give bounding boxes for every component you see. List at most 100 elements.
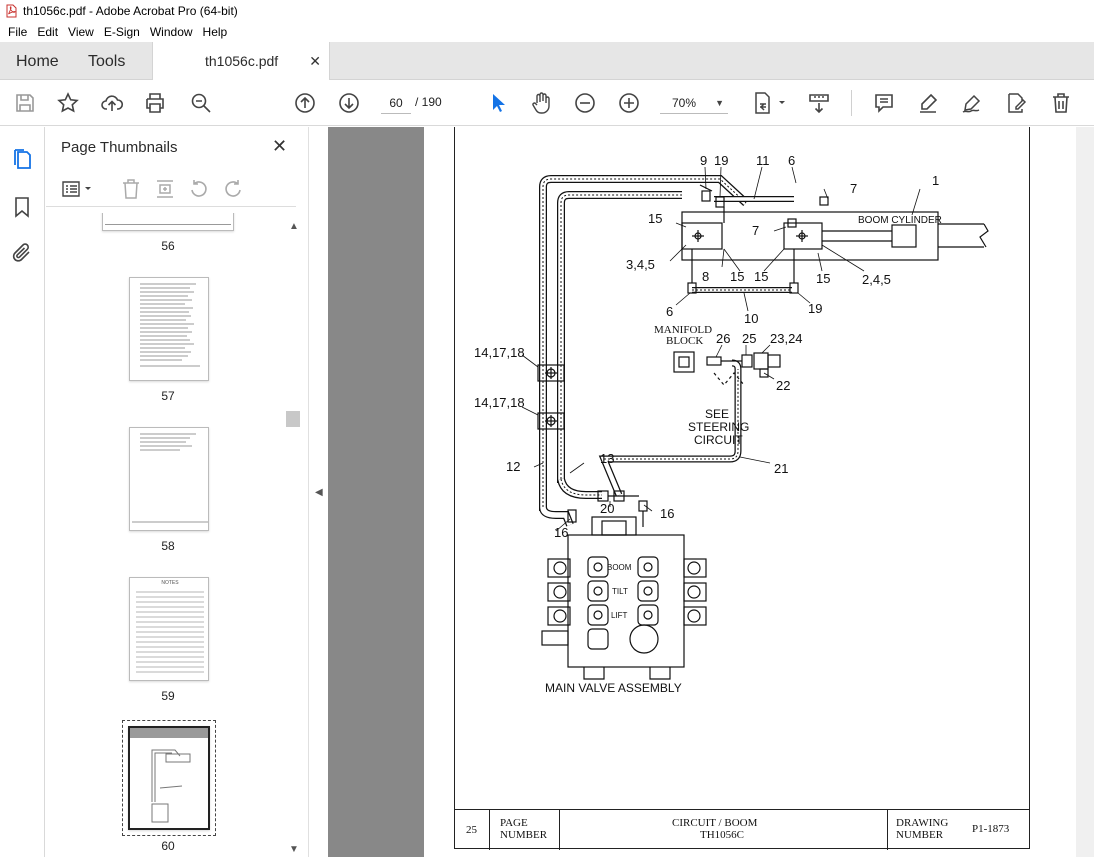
thumbnail-notes-heading: NOTES: [161, 580, 179, 586]
menu-window[interactable]: Window: [149, 25, 193, 39]
star-icon[interactable]: [56, 91, 80, 115]
select-cursor-icon[interactable]: [486, 91, 510, 115]
page-total: / 190: [415, 95, 442, 109]
page-thumbnails-icon[interactable]: [10, 147, 34, 171]
collapse-panel-icon[interactable]: ◀: [315, 487, 323, 498]
menu-help[interactable]: Help: [202, 25, 228, 39]
callout-1: 1: [932, 173, 939, 188]
callout-23-24: 23,24: [770, 331, 803, 346]
thumbnail-label: 60: [161, 839, 175, 853]
thumbnail-page-56[interactable]: [102, 213, 234, 231]
edit-pdf-icon[interactable]: [1004, 91, 1028, 115]
tab-bar: Home Tools th1056c.pdf ✕: [0, 42, 1094, 80]
zoom-level-select[interactable]: 70% ▼: [660, 92, 728, 114]
lift-spool-label: LIFT: [611, 611, 628, 620]
zoom-out-icon[interactable]: [573, 91, 597, 115]
window-title: th1056c.pdf - Adobe Acrobat Pro (64-bit): [23, 4, 238, 18]
callout-19: 19: [714, 153, 728, 168]
highlight-pen-icon[interactable]: [916, 91, 940, 115]
block-label: BLOCK: [666, 335, 703, 347]
document-view[interactable]: 9 19 11 6 7 1 15 7 3,4,5 8 15 15 15 2,4,…: [328, 127, 1094, 857]
menu-esign[interactable]: E-Sign: [103, 25, 140, 39]
scroll-up-icon[interactable]: ▲: [289, 221, 299, 232]
thumbnail-page-60[interactable]: [128, 726, 210, 830]
thumbnail-label: 57: [161, 389, 175, 403]
sign-icon[interactable]: [960, 91, 984, 115]
attachment-icon[interactable]: [10, 241, 34, 265]
title-page-number: 25: [466, 824, 477, 836]
print-icon[interactable]: [143, 91, 167, 115]
callout-14-17-18b: 14,17,18: [474, 395, 525, 410]
delete-icon[interactable]: [1049, 91, 1073, 115]
document-scrollbar[interactable]: [1076, 127, 1094, 857]
callout-16: 16: [660, 506, 674, 521]
thumbnail-list: 56 57: [46, 213, 294, 857]
thumbnail-current-view: [130, 728, 208, 738]
thumbnail-page-59[interactable]: NOTES: [129, 577, 209, 681]
pdf-page: 9 19 11 6 7 1 15 7 3,4,5 8 15 15 15 2,4,…: [424, 127, 1076, 857]
thumbnail-toolbar: [46, 171, 296, 207]
callout-8: 8: [702, 269, 709, 284]
scroll-mode-icon[interactable]: [807, 91, 831, 115]
navigation-rail: [0, 127, 45, 857]
thumbnail-scrollbar[interactable]: ▲ ▼: [286, 217, 302, 857]
callout-20: 20: [600, 501, 614, 516]
thumbnail-circuit-drawing: [151, 749, 191, 823]
comment-icon[interactable]: [872, 91, 896, 115]
panel-splitter[interactable]: ◀: [308, 127, 328, 857]
upload-cloud-icon[interactable]: [100, 91, 124, 115]
tab-tools[interactable]: Tools: [88, 53, 126, 70]
callout-22: 22: [776, 378, 790, 393]
circuit-title: CIRCUIT / BOOM: [672, 817, 758, 829]
drawing-label-2: NUMBER: [896, 829, 944, 841]
callout-15c: 15: [754, 269, 768, 284]
thumbnail-page-57[interactable]: [129, 277, 209, 381]
rotate-right-icon[interactable]: [222, 178, 244, 200]
main-valve-label: MAIN VALVE ASSEMBLY: [545, 681, 682, 695]
thumbnail-page-58[interactable]: [129, 427, 209, 531]
page-thumbnails-panel: Page Thumbnails ✕ 56: [46, 127, 308, 857]
menu-file[interactable]: File: [8, 25, 28, 39]
tab-home[interactable]: Home: [16, 53, 59, 70]
thumbnail-label: 56: [161, 239, 175, 253]
scroll-down-icon[interactable]: ▼: [289, 844, 299, 855]
callout-16b: 16: [554, 525, 568, 540]
zoom-find-icon[interactable]: [189, 91, 213, 115]
page-down-icon[interactable]: [337, 91, 361, 115]
page-number-input[interactable]: 60: [381, 92, 411, 114]
page-label-2: NUMBER: [500, 829, 548, 841]
drawing-border: [454, 127, 1030, 849]
zoom-in-icon[interactable]: [617, 91, 641, 115]
options-menu-icon[interactable]: [60, 178, 96, 200]
circuit-label: CIRCUIT: [694, 433, 743, 447]
callout-6: 6: [788, 153, 795, 168]
callout-12: 12: [506, 459, 520, 474]
toolbar-separator: [851, 90, 852, 116]
save-icon[interactable]: [13, 91, 37, 115]
tab-document[interactable]: th1056c.pdf ✕: [152, 42, 330, 80]
callout-6b: 6: [666, 304, 673, 319]
page-number-cell: 25: [454, 810, 490, 850]
close-tab-icon[interactable]: ✕: [309, 53, 321, 69]
menu-view[interactable]: View: [68, 25, 94, 39]
callout-15b: 15: [730, 269, 744, 284]
close-panel-icon[interactable]: ✕: [272, 136, 288, 156]
insert-page-icon[interactable]: [154, 178, 176, 200]
title-bar: th1056c.pdf - Adobe Acrobat Pro (64-bit): [0, 0, 1094, 22]
manifold-label: MANIFOLD: [654, 324, 712, 336]
scrollbar-thumb[interactable]: [286, 411, 300, 427]
callout-7: 7: [850, 181, 857, 196]
bookmark-icon[interactable]: [10, 195, 34, 219]
delete-page-icon[interactable]: [120, 178, 142, 200]
rotate-left-icon[interactable]: [188, 178, 210, 200]
hand-tool-icon[interactable]: [529, 91, 553, 115]
page-up-icon[interactable]: [293, 91, 317, 115]
zoom-level-value: 70%: [672, 96, 697, 110]
callout-15d: 15: [816, 271, 830, 286]
hydraulic-circuit-drawing: 9 19 11 6 7 1 15 7 3,4,5 8 15 15 15 2,4,…: [474, 153, 989, 695]
menu-edit[interactable]: Edit: [37, 25, 59, 39]
callout-11: 11: [756, 153, 770, 168]
panel-title: Page Thumbnails: [61, 139, 178, 156]
page-fit-icon[interactable]: [752, 91, 788, 115]
thumbnail-label: 59: [161, 689, 175, 703]
